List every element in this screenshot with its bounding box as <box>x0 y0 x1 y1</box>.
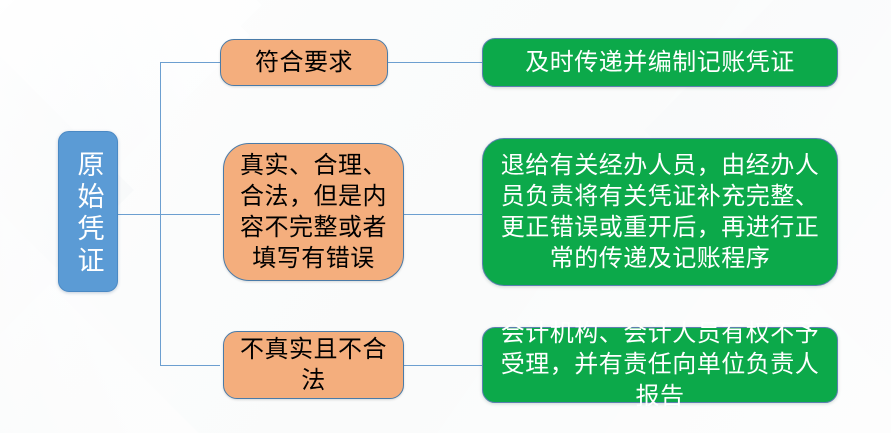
connector-trunk-to-condition-1 <box>160 62 220 63</box>
connector-condition-2-to-action-2 <box>404 214 482 215</box>
action-node-2[interactable]: 退给有关经办人员，由经办人员负责将有关凭证补充完整、更正错误或重开后，再进行正常… <box>482 138 838 286</box>
connector-condition-1-to-action-1 <box>388 62 482 63</box>
condition-node-2-label: 真实、合理、合法，但是内容不完整或者填写有错误 <box>240 151 387 273</box>
action-node-3[interactable]: 会计机构、会计人员有权不予受理，并有责任向单位负责人报告 <box>482 320 838 410</box>
condition-node-2[interactable]: 真实、合理、合法，但是内容不完整或者填写有错误 <box>223 143 404 281</box>
connector-trunk-vertical <box>160 62 161 365</box>
connector-root-to-trunk <box>118 214 160 215</box>
action-node-2-label: 退给有关经办人员，由经办人员负责将有关凭证补充完整、更正错误或重开后，再进行正常… <box>500 151 820 273</box>
background-facet <box>0 0 250 170</box>
background-facet <box>0 0 262 182</box>
root-node-original-voucher[interactable]: 原始凭证 <box>58 131 118 292</box>
action-node-1-label: 及时传递并编制记账凭证 <box>525 48 795 76</box>
action-node-3-label: 会计机构、会计人员有权不予受理，并有责任向单位负责人报告 <box>500 320 820 410</box>
condition-node-1[interactable]: 符合要求 <box>220 39 388 86</box>
action-node-1[interactable]: 及时传递并编制记账凭证 <box>482 38 838 87</box>
connector-trunk-to-condition-2 <box>160 214 220 215</box>
background-facet <box>0 284 206 433</box>
condition-node-1-label: 符合要求 <box>255 48 353 76</box>
connector-condition-3-to-action-3 <box>404 365 482 366</box>
condition-node-3[interactable]: 不真实且不合法 <box>223 331 404 399</box>
connector-trunk-to-condition-3 <box>160 365 220 366</box>
condition-node-3-label: 不真实且不合法 <box>240 335 387 394</box>
